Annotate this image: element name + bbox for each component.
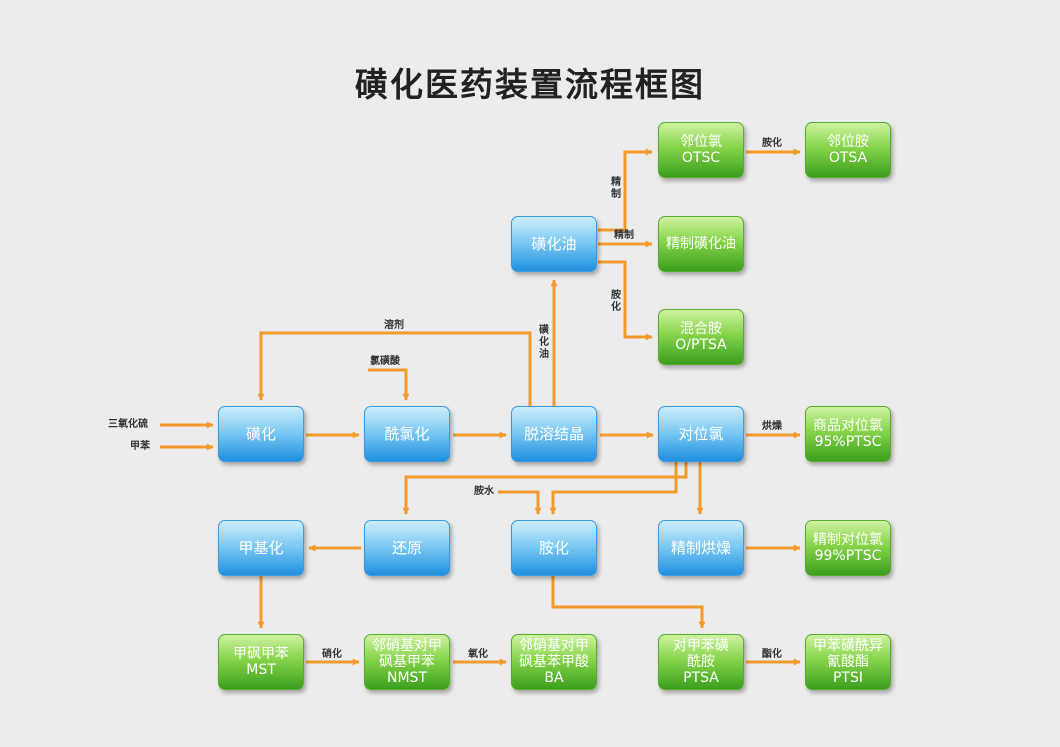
arrow-para-to-amination xyxy=(549,462,678,515)
box-label: 磺化油 xyxy=(531,235,577,253)
box-para-chloride: 对位氯 xyxy=(658,406,744,462)
box-reduction: 还原 xyxy=(364,520,450,576)
box-line1: 邻位氯 xyxy=(680,134,722,150)
box-line2: 酰胺 xyxy=(687,654,715,670)
label-toluene: 甲苯 xyxy=(130,441,150,452)
label-refining-vertical: 精制 xyxy=(611,177,621,200)
box-line2: 氰酸酯 xyxy=(827,654,869,670)
label-ammonia-water: 胺水 xyxy=(474,486,494,497)
box-refined-drying: 精制烘燥 xyxy=(658,520,744,576)
box-refined-para-chloride: 精制对位氯 99%PTSC xyxy=(805,520,891,576)
box-line1: 商品对位氯 xyxy=(813,418,883,434)
box-ba: 邻硝基对甲 砜基苯甲酸 BA xyxy=(511,634,597,690)
box-label: 精制烘燥 xyxy=(670,539,731,557)
box-line3: PTSI xyxy=(832,670,863,686)
label-amination-top: 胺化 xyxy=(762,138,782,149)
label-acylation: 酯化 xyxy=(762,649,782,660)
label-chlorosulfonic-acid: 氯磺酸 xyxy=(370,356,400,367)
label-refining: 精制 xyxy=(614,230,634,241)
box-line1: 甲砜甲苯 xyxy=(233,646,289,662)
box-line2: 95%PTSC xyxy=(814,434,882,450)
box-line2: OTSC xyxy=(681,150,721,166)
box-label: 还原 xyxy=(391,539,422,557)
box-sulfonated-oil: 磺化油 xyxy=(511,216,597,272)
label-sulfonated-oil-vertical: 磺化油 xyxy=(539,325,549,360)
arrow-oil-to-otsc xyxy=(598,148,653,232)
box-label: 脱溶结晶 xyxy=(523,425,584,443)
box-refined-sulfonated-oil: 精制磺化油 xyxy=(658,216,744,272)
box-ortho-chloride: 邻位氯 OTSC xyxy=(658,122,744,178)
box-ptsa: 对甲苯磺 酰胺 PTSA xyxy=(658,634,744,690)
label-oxidation: 氧化 xyxy=(468,649,488,660)
box-line1: 邻硝基对甲 xyxy=(372,638,442,654)
page-title: 磺化医药装置流程框图 xyxy=(355,65,705,104)
box-commercial-para-chloride: 商品对位氯 95%PTSC xyxy=(805,406,891,462)
label-amination-vertical: 胺化 xyxy=(611,290,621,313)
box-mixed-amine: 混合胺 O/PTSA xyxy=(658,309,744,365)
label-sulfur-trioxide: 三氧化硫 xyxy=(108,419,148,430)
box-label: 酰氯化 xyxy=(384,425,430,443)
box-line2: 99%PTSC xyxy=(814,548,882,564)
box-line1: 邻位胺 xyxy=(827,134,869,150)
arrow-ammonia-water xyxy=(498,490,542,515)
arrow-amination-to-ptsa xyxy=(551,576,706,629)
box-line3: PTSA xyxy=(683,670,719,686)
box-line3: BA xyxy=(544,670,564,686)
box-ortho-amine: 邻位胺 OTSA xyxy=(805,122,891,178)
box-line2: OTSA xyxy=(828,150,868,166)
box-line2: 砜基甲苯 xyxy=(379,654,435,670)
box-label: 磺化 xyxy=(245,425,276,443)
arrow-solvent-recycle xyxy=(257,331,532,406)
box-line1: 混合胺 xyxy=(680,321,722,337)
box-label: 胺化 xyxy=(538,539,569,557)
box-line1: 邻硝基对甲 xyxy=(519,638,589,654)
box-label: 甲基化 xyxy=(238,539,284,557)
box-line2: MST xyxy=(246,662,276,678)
box-amination: 胺化 xyxy=(511,520,597,576)
box-desolvation-crystallization: 脱溶结晶 xyxy=(511,406,597,462)
arrow-para-to-reduction xyxy=(402,462,688,515)
box-acyl-chlorination: 酰氯化 xyxy=(364,406,450,462)
box-sulfonation: 磺化 xyxy=(218,406,304,462)
box-line2: 砜基苯甲酸 xyxy=(519,654,589,670)
box-line1: 甲苯磺酰异 xyxy=(813,638,883,654)
box-line2: O/PTSA xyxy=(675,337,727,353)
label-nitration: 硝化 xyxy=(322,649,342,660)
box-line1: 精制对位氯 xyxy=(813,532,883,548)
box-label: 对位氯 xyxy=(678,425,724,443)
label-drying: 烘燥 xyxy=(762,421,782,432)
arrow-oil-to-mixed-amine xyxy=(598,260,653,341)
arrow-chlorosulfonic xyxy=(368,368,410,401)
box-line1: 精制磺化油 xyxy=(666,236,736,252)
box-line1: 对甲苯磺 xyxy=(673,638,729,654)
box-ptsi: 甲苯磺酰异 氰酸酯 PTSI xyxy=(805,634,891,690)
box-mst: 甲砜甲苯 MST xyxy=(218,634,304,690)
box-methylation: 甲基化 xyxy=(218,520,304,576)
label-solvent: 溶剂 xyxy=(384,320,404,331)
box-line3: NMST xyxy=(387,670,427,686)
box-nmst: 邻硝基对甲 砜基甲苯 NMST xyxy=(364,634,450,690)
